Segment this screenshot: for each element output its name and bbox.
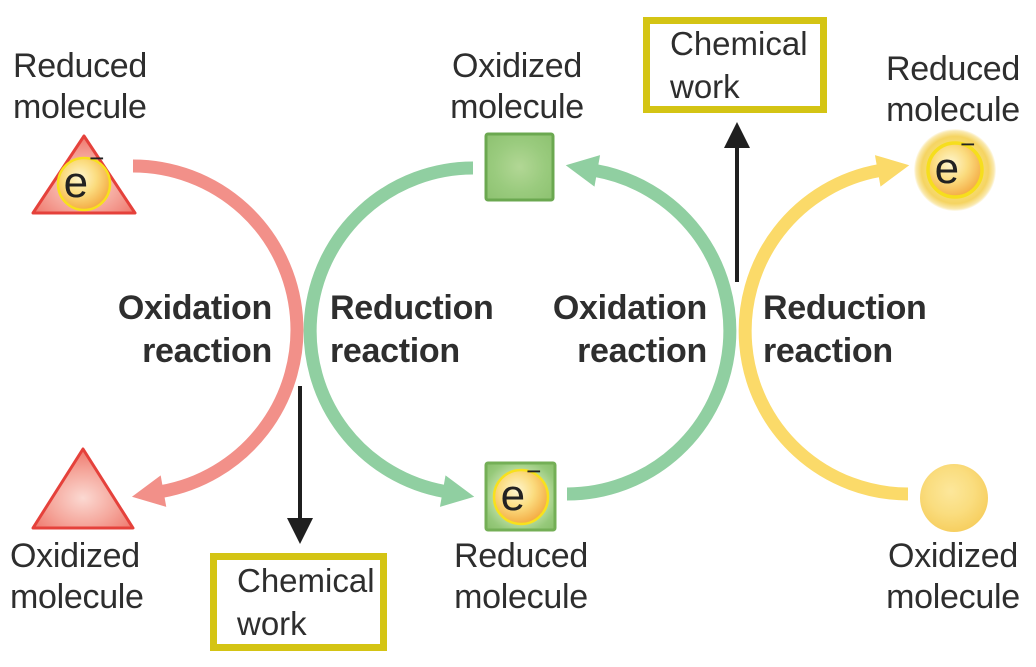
oxidized-molecule-circle-icon bbox=[920, 464, 988, 532]
electron-label-right: e− bbox=[934, 132, 976, 194]
electron-orb-right-icon bbox=[926, 141, 984, 199]
oxidation-arrow-left-icon bbox=[131, 159, 304, 507]
label-reduced-molecule-top-left: Reduced molecule bbox=[13, 47, 147, 126]
label-oxidation-reaction-center: Oxidation reaction bbox=[552, 289, 707, 370]
label-reduced-molecule-top-right: Reduced molecule bbox=[886, 50, 1020, 129]
chemical-work-box-bottom: Chemical work bbox=[210, 553, 387, 651]
chemical-work-box-top: Chemical work bbox=[643, 17, 827, 113]
label-reduced-molecule-bottom-center: Reduced molecule bbox=[454, 537, 588, 616]
label-reduction-reaction-right: Reduction reaction bbox=[763, 289, 927, 370]
oxidized-molecule-square-icon bbox=[484, 132, 555, 202]
label-oxidation-reaction-left: Oxidation reaction bbox=[117, 289, 272, 370]
label-oxidized-molecule-top-center: Oxidized molecule bbox=[450, 47, 584, 126]
reduction-arrow-center-icon bbox=[303, 161, 475, 507]
label-oxidized-molecule-bottom-right: Oxidized molecule bbox=[886, 537, 1020, 616]
oxidized-molecule-triangle-icon bbox=[31, 447, 135, 530]
label-oxidized-molecule-bottom-left: Oxidized molecule bbox=[10, 537, 144, 616]
reduction-arrow-right-icon bbox=[738, 155, 910, 501]
electron-orb-square-icon bbox=[492, 468, 550, 526]
electron-label-triangle: e− bbox=[63, 146, 105, 208]
electron-label-square: e− bbox=[500, 459, 542, 521]
oxidation-arrow-center-icon bbox=[565, 155, 737, 501]
electron-orb-triangle-icon bbox=[56, 156, 112, 212]
label-reduction-reaction-center: Reduction reaction bbox=[330, 289, 494, 370]
